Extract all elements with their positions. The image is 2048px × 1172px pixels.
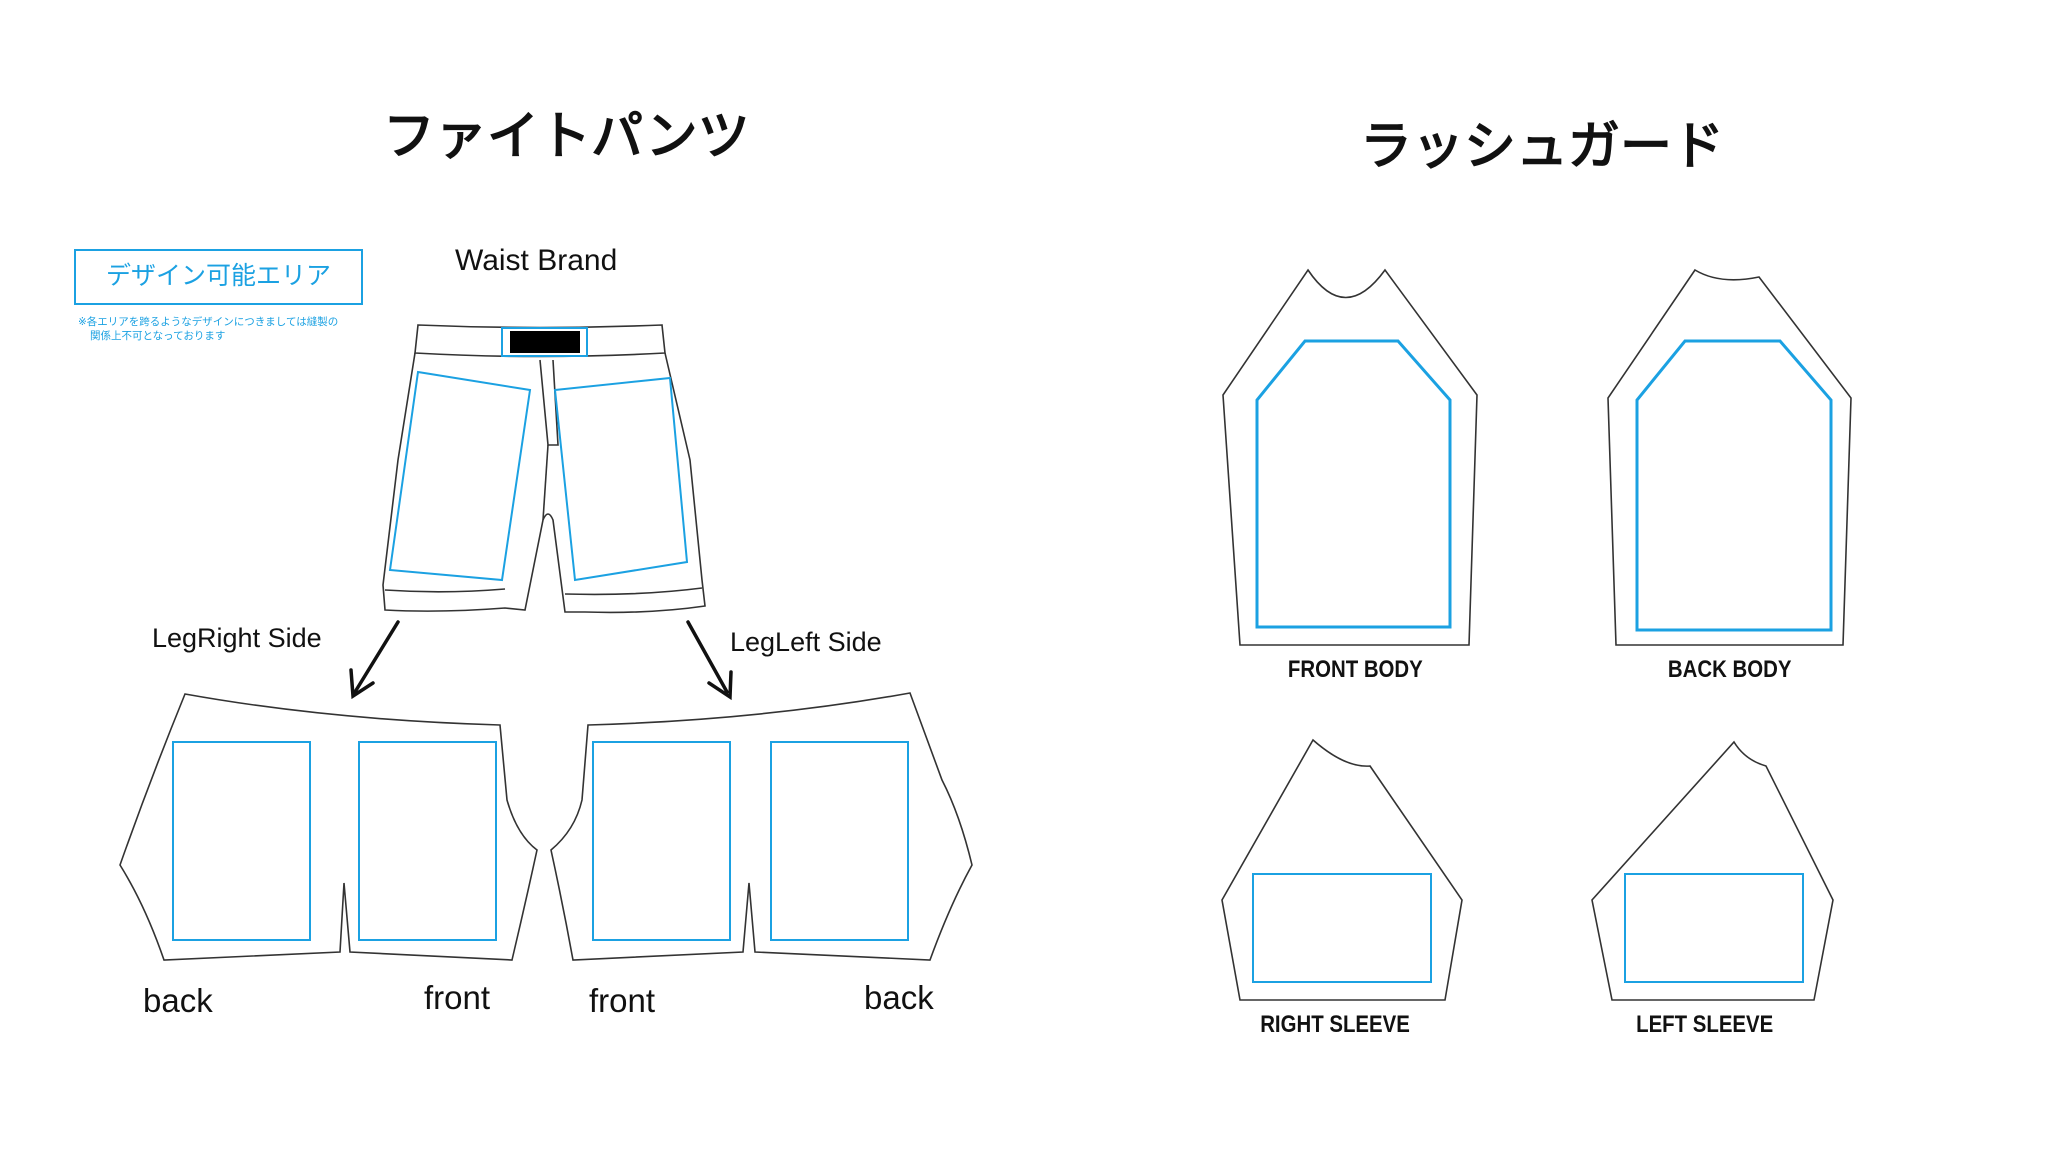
design-note-line2: 関係上不可となっております [90, 330, 226, 342]
leg-right-label: LegRight Side [152, 623, 322, 653]
left-sleeve-caption: LEFT SLEEVE [1636, 1011, 1774, 1038]
shorts-illustration [382, 324, 706, 614]
shorts-fly [539, 359, 559, 446]
leg-left-label: LegLeft Side [730, 627, 882, 657]
arrow-leg-left [686, 620, 729, 694]
front-body-caption-wrap: FRONT BODY [1255, 656, 1455, 684]
leg-right-front-area [358, 741, 497, 941]
shorts-design-areas [388, 327, 689, 582]
leg-left-front-label: front [589, 982, 656, 1019]
waist-brand-patch [510, 331, 580, 353]
design-note-line1: ※各エリアを跨るようなデザインにつきましては縫製の [78, 316, 339, 328]
right-sleeve-panel [1221, 738, 1463, 1001]
shorts-hem-right [564, 587, 703, 596]
arrow-leg-right [353, 620, 400, 694]
back-body-caption: BACK BODY [1668, 656, 1792, 683]
shorts-outline [382, 352, 706, 614]
left-sleeve-panel [1591, 740, 1834, 1001]
shorts-area-right [388, 370, 532, 582]
right-sleeve-caption-wrap: RIGHT SLEEVE [1230, 1011, 1440, 1039]
leg-panels [119, 692, 973, 961]
right-sleeve-area [1252, 873, 1432, 983]
arrows [349, 620, 733, 701]
front-body-area [1255, 339, 1452, 629]
waist-brand-area [501, 327, 588, 357]
leg-right-panel [119, 693, 538, 961]
waist-brand-label: Waist Brand [455, 244, 618, 277]
back-body-area [1635, 339, 1833, 632]
back-body-caption-wrap: BACK BODY [1630, 656, 1830, 684]
design-note: ※各エリアを跨るようなデザインにつきましては縫製の 関係上不可となっております [78, 315, 368, 343]
shorts-hem-left [384, 588, 506, 593]
leg-left-panel [550, 692, 973, 961]
left-sleeve-caption-wrap: LEFT SLEEVE [1605, 1011, 1805, 1039]
shorts-area-left [553, 376, 689, 582]
back-body-panel [1607, 268, 1852, 646]
rash-guard-design-areas [1255, 339, 1833, 632]
rash-guard-title: ラッシュガード [1360, 117, 1725, 177]
left-sleeve-area [1624, 873, 1804, 983]
leg-right-front-label: front [424, 979, 491, 1016]
leg-design-areas [172, 741, 909, 941]
front-body-caption: FRONT BODY [1287, 656, 1423, 683]
leg-right-back-area [172, 741, 311, 941]
design-area-legend: デザイン可能エリア [74, 249, 363, 305]
leg-left-front-area [592, 741, 731, 941]
front-body-panel [1222, 268, 1478, 646]
rash-guard-panels [1221, 268, 1852, 1001]
leg-left-back-area [770, 741, 909, 941]
leg-right-back-label: back [143, 982, 213, 1019]
right-sleeve-caption: RIGHT SLEEVE [1260, 1011, 1410, 1038]
leg-left-back-label: back [864, 979, 934, 1016]
fight-pants-title: ファイトパンツ [383, 107, 750, 167]
